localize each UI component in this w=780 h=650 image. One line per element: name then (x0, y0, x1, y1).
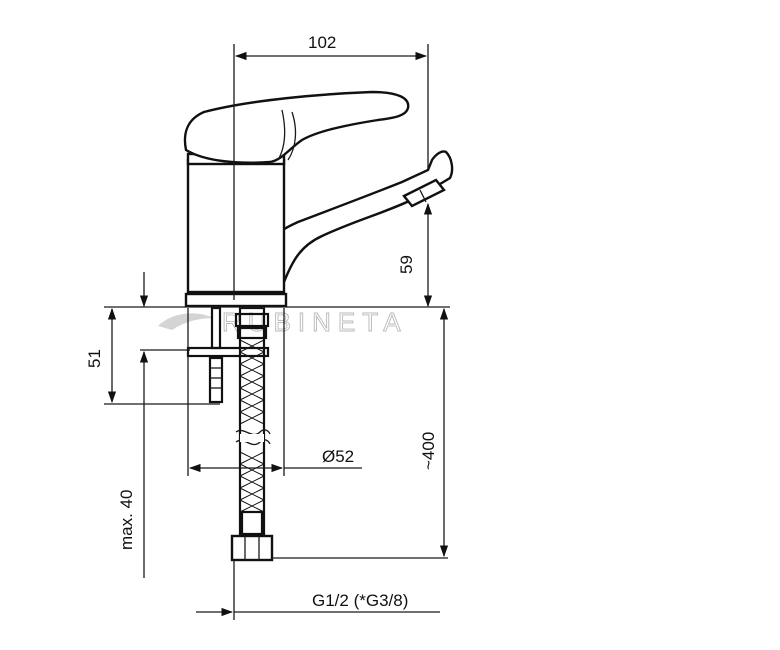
base-plate (184, 292, 288, 308)
mounting-hardware (186, 306, 270, 404)
faucet-cylinder (186, 158, 286, 294)
dimension-max-thickness: max. 40 (117, 272, 190, 578)
lever-handle (183, 90, 410, 164)
base-diameter-label: Ø52 (322, 447, 354, 466)
spout-height-label: 59 (397, 255, 416, 274)
aerator (402, 178, 446, 208)
width-top-label: 102 (308, 33, 336, 52)
hose-nut (230, 534, 274, 562)
dimension-width-top: 102 (233, 33, 429, 300)
faucet-body (183, 90, 454, 308)
dimension-total-length: ~400 (272, 307, 449, 559)
dimension-connection: G1/2 (*G3/8) (196, 560, 440, 620)
max-thickness-label: max. 40 (117, 490, 136, 550)
dimension-spout-height: 59 (397, 202, 433, 308)
dimension-mount-depth: 51 (85, 307, 220, 405)
watermark-text: RUBINETA (222, 307, 408, 337)
dimension-base-diameter: Ø52 (187, 308, 362, 476)
connection-label: G1/2 (*G3/8) (312, 591, 408, 610)
spout (235, 150, 454, 284)
braided-hose (230, 306, 274, 562)
mount-depth-label: 51 (85, 349, 104, 368)
watermark: RUBINETA (158, 307, 408, 337)
watermark-logo (158, 313, 214, 330)
total-length-label: ~400 (419, 432, 438, 470)
